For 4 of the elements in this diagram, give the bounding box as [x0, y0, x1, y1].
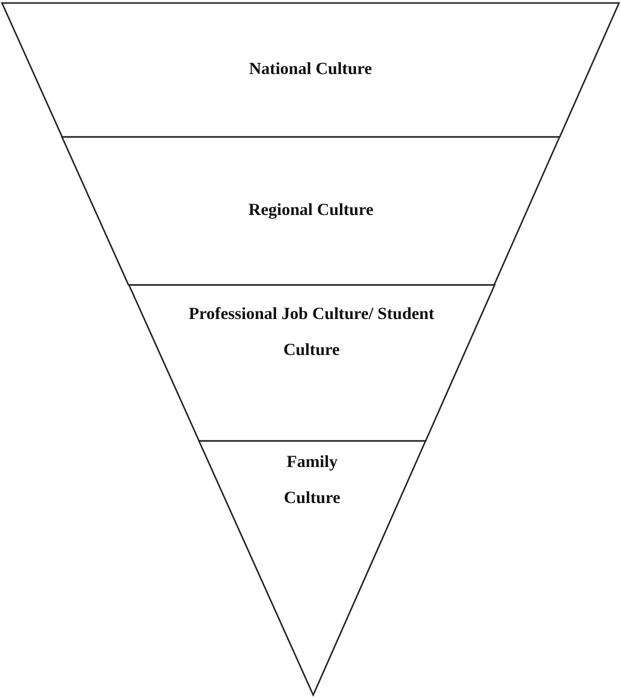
- tier-label: Regional Culture: [248, 199, 374, 221]
- tier-label: Family Culture: [282, 451, 342, 509]
- tier-label: Professional Job Culture/ Student Culture: [188, 303, 436, 361]
- tier-label: National Culture: [248, 58, 373, 80]
